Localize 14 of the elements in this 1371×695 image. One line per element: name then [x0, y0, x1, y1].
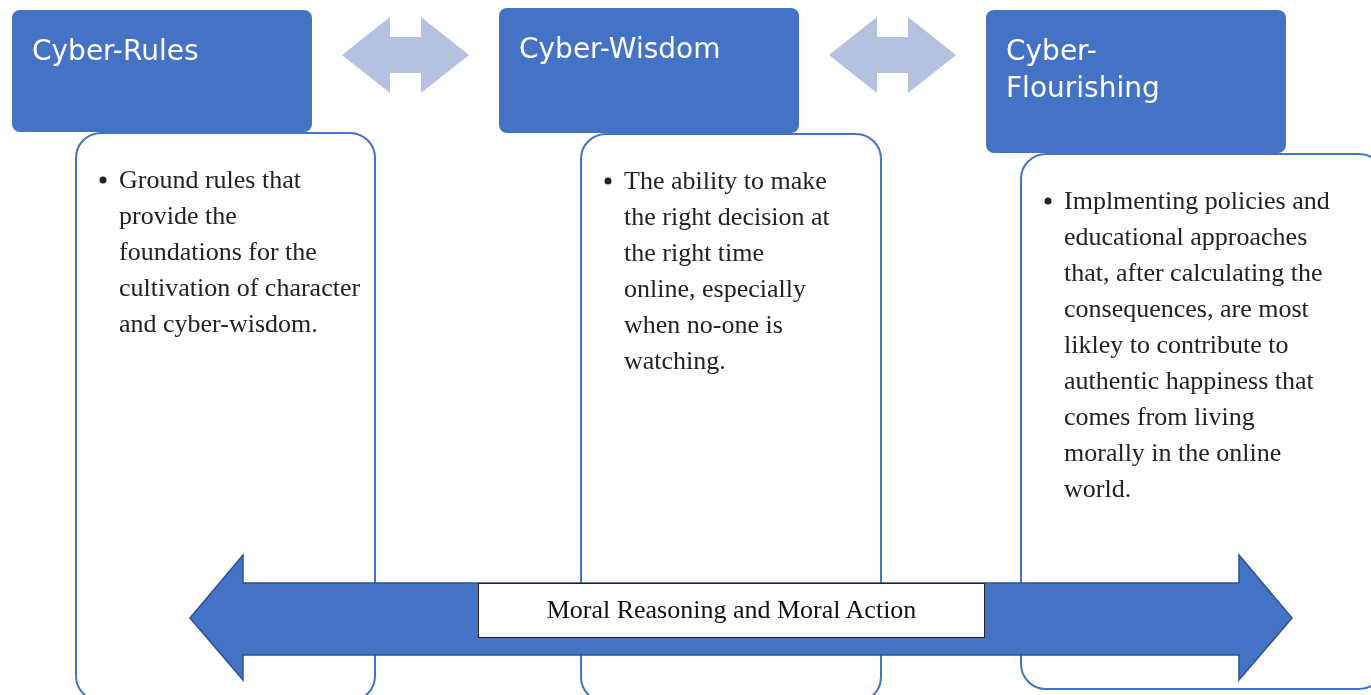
header-box — [12, 10, 312, 132]
content-card — [1020, 153, 1371, 690]
band-label: Moral Reasoning and Moral Action — [478, 583, 985, 638]
double-arrow — [829, 17, 956, 93]
content-card — [75, 132, 376, 695]
header-box — [499, 8, 799, 133]
double-arrow — [342, 17, 469, 93]
header-title: Cyber-Wisdom — [519, 31, 722, 67]
header-title: Cyber- Flourishing — [1006, 33, 1161, 107]
bullet-text: Ground rules that provide the foundations for the cultivation of character and cyber-wisdom. — [119, 165, 361, 338]
header-title: Cyber-Rules — [32, 33, 200, 69]
bullet-text: Implmenting policies and educational approaches that, after calculating the consequences, are most likley to contribute to authentic happiness that comes from living morally in the online world. — [1064, 186, 1330, 503]
header-box — [986, 10, 1286, 153]
bullet-text: The ability to make the right decision at the right time online, especially when no-one is watching. — [624, 166, 830, 375]
